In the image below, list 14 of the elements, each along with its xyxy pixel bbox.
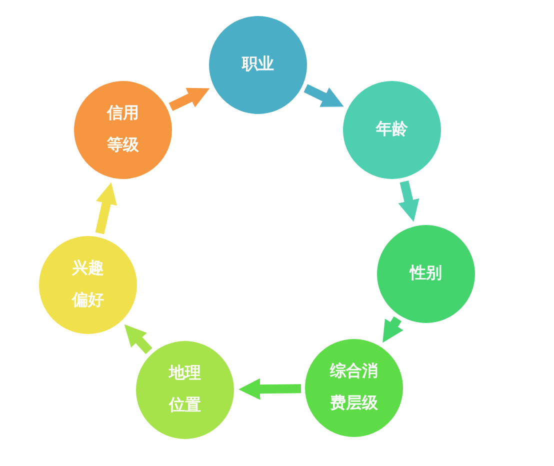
arrow (238, 378, 302, 400)
arrow (124, 324, 152, 354)
arrow (304, 84, 344, 107)
arrow (398, 180, 420, 222)
node-label: 地理位置 (168, 364, 202, 416)
node-label: 性别 (408, 264, 443, 284)
node-label: 兴趣偏好 (70, 258, 105, 311)
node-label: 年龄 (374, 120, 409, 140)
node-label: 信用等级 (106, 104, 140, 156)
arrow (168, 88, 210, 112)
node-label: 职业 (240, 54, 275, 75)
arrow (382, 316, 404, 343)
node-label: 综合消费层级 (328, 361, 379, 414)
arrow (95, 182, 117, 234)
